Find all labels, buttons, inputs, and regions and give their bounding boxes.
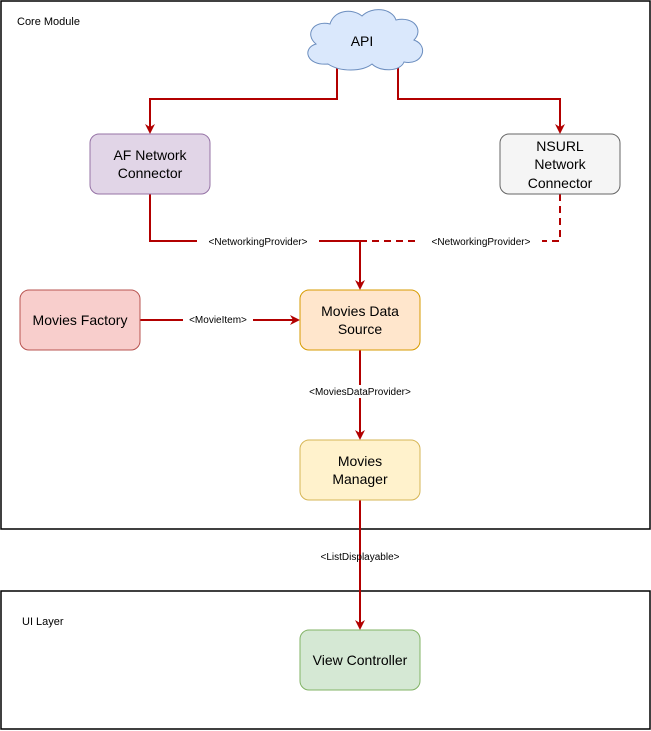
node-movies-factory[interactable]: Movies Factory: [19, 289, 141, 351]
ui-layer-frame: [0, 590, 651, 730]
edges: [140, 64, 565, 630]
node-af-label-line-2: Connector: [118, 165, 183, 181]
node-nsurl-label-line-3: Connector: [528, 175, 593, 191]
node-af-network-connector[interactable]: AF Network Connector: [89, 133, 211, 195]
node-datasource-label-line-1: Movies Data: [321, 303, 399, 319]
node-factory-label: Movies Factory: [33, 312, 128, 328]
node-nsurl-label-line-2: Network: [534, 156, 586, 172]
node-viewcontroller-label: View Controller: [313, 652, 408, 668]
node-datasource-label-line-2: Source: [338, 321, 383, 337]
edge-api-to-nsurl[interactable]: [397, 64, 565, 134]
node-nsurl-network-connector[interactable]: NSURL Network Connector: [499, 133, 621, 195]
edge-api-to-af[interactable]: [145, 64, 338, 134]
cloud-shape: [307, 9, 424, 71]
node-manager-label-line-1: Movies: [338, 453, 382, 469]
edge-label-movie-item: <MovieItem>: [189, 315, 247, 326]
node-api-label: API: [351, 33, 374, 49]
container-ui-layer: UI Layer: [0, 590, 651, 730]
edge-label-movies-data-provider: <MoviesDataProvider>: [309, 387, 411, 398]
node-movies-data-source[interactable]: Movies Data Source: [299, 289, 421, 351]
node-box: [299, 629, 421, 691]
node-box: [299, 439, 421, 501]
node-box: [19, 289, 141, 351]
edge-label-list-displayable: <ListDisplayable>: [321, 552, 400, 563]
edge-label-nsurl-networking-provider: <NetworkingProvider>: [432, 237, 531, 248]
node-af-label-line-1: AF Network: [113, 147, 187, 163]
node-box: [89, 133, 211, 195]
edge-label-af-networking-provider: <NetworkingProvider>: [209, 237, 308, 248]
node-box: [299, 289, 421, 351]
ui-layer-label: UI Layer: [22, 616, 64, 628]
node-view-controller[interactable]: View Controller: [299, 629, 421, 691]
node-manager-label-line-2: Manager: [332, 471, 388, 487]
node-api[interactable]: API: [307, 9, 424, 71]
node-movies-manager[interactable]: Movies Manager: [299, 439, 421, 501]
node-nsurl-label-line-1: NSURL: [536, 138, 584, 154]
edge-labels: <NetworkingProvider> <NetworkingProvider…: [183, 235, 542, 563]
core-module-label: Core Module: [17, 16, 80, 28]
node-box: [499, 133, 621, 195]
